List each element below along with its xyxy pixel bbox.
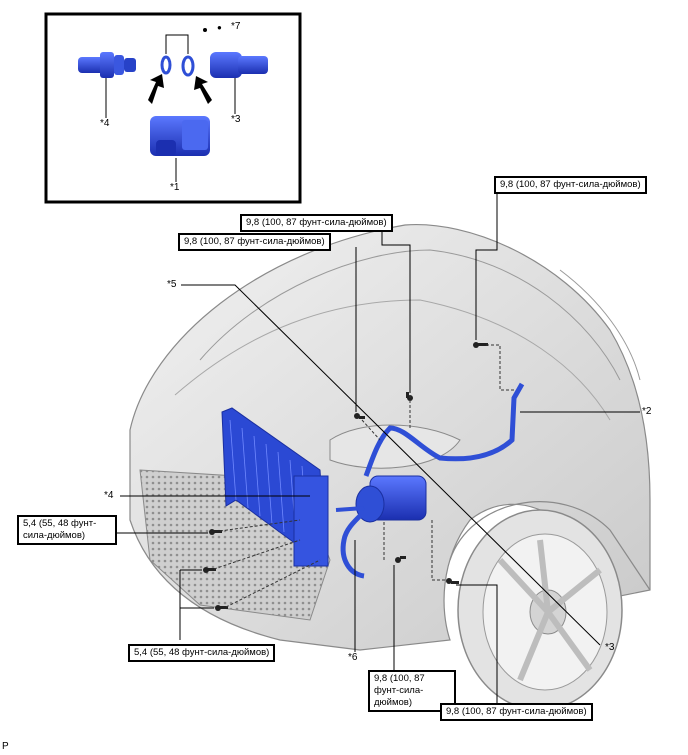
inset-o-ring-1 [160,55,172,75]
car-body [129,223,651,711]
figure-code: P [2,741,9,752]
legend-bullet: ● [217,23,222,32]
callout-4: *4 [104,490,114,501]
callout-6: *6 [348,652,358,663]
torque-box-6: 9,8 (100, 87 фунт-сила-дюймов) [368,670,456,712]
callout-4-inset: *4 [100,118,110,129]
callout-5: *5 [167,279,177,290]
bolt-hood-1 [473,342,479,348]
inset-arrow-left [148,74,164,104]
cooler-pipe [340,508,368,579]
bolt-front-3 [215,605,221,611]
callout-2: *2 [642,406,652,417]
condenser [221,407,329,568]
inset-pipe-left [78,52,136,78]
inset-o-ring-2 [181,55,195,77]
torque-box-3: 9,8 (100, 87 фунт-сила-дюймов) [178,233,331,251]
callout-3: *3 [605,642,615,653]
bolt-hood-3 [354,413,360,419]
callout-3-inset: *3 [231,114,241,125]
discharge-hose [363,382,525,477]
bolt-front-1 [209,529,215,535]
inset-frame [44,12,302,204]
torque-box-1: 9,8 (100, 87 фунт-сила-дюймов) [494,176,647,194]
inset-pipe-right [210,52,268,78]
callout-7: *7 [231,21,241,32]
inset-arrow-right [194,76,212,104]
callout-1: *1 [170,182,180,193]
bolt-front-2 [203,567,209,573]
torque-box-4: 5,4 (55, 48 фунт-сила-дюймов) [17,515,117,545]
torque-box-2: 9,8 (100, 87 фунт-сила-дюймов) [240,214,393,232]
bolt-wheel [446,578,452,584]
bolt-mid [395,557,401,563]
inset-compressor [150,116,210,156]
torque-box-5: 5,4 (55, 48 фунт-сила-дюймов) [128,644,276,662]
torque-box-7: 9,8 (100, 87 фунт-сила-дюймов) [440,703,593,721]
